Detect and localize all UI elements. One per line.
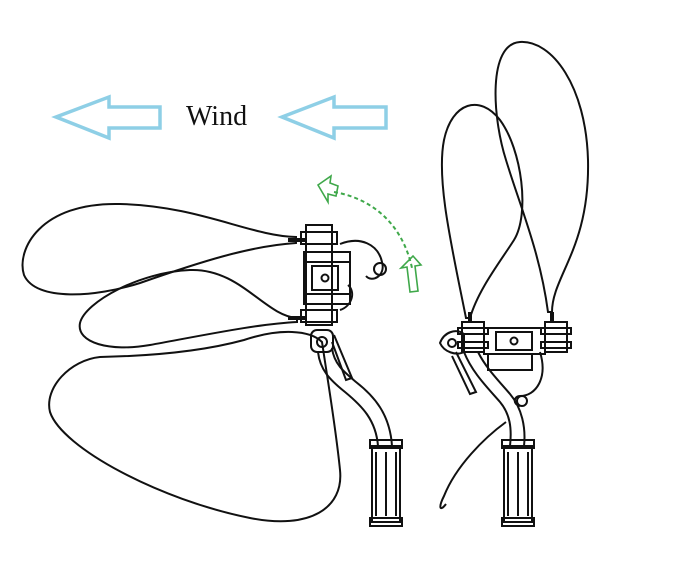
lower-wing	[78, 268, 298, 349]
upper-wing	[21, 202, 297, 296]
body-membrane	[48, 331, 342, 523]
left-device-side-view	[21, 202, 403, 527]
right-wing	[494, 40, 590, 313]
left-wing	[440, 103, 524, 319]
wind-label: Wind	[186, 101, 248, 132]
wind-arrow-left-icon	[51, 94, 162, 141]
right-device-front-view	[438, 40, 590, 527]
wind-arrow-right-icon	[277, 94, 388, 141]
motion-path-icon	[316, 174, 423, 293]
